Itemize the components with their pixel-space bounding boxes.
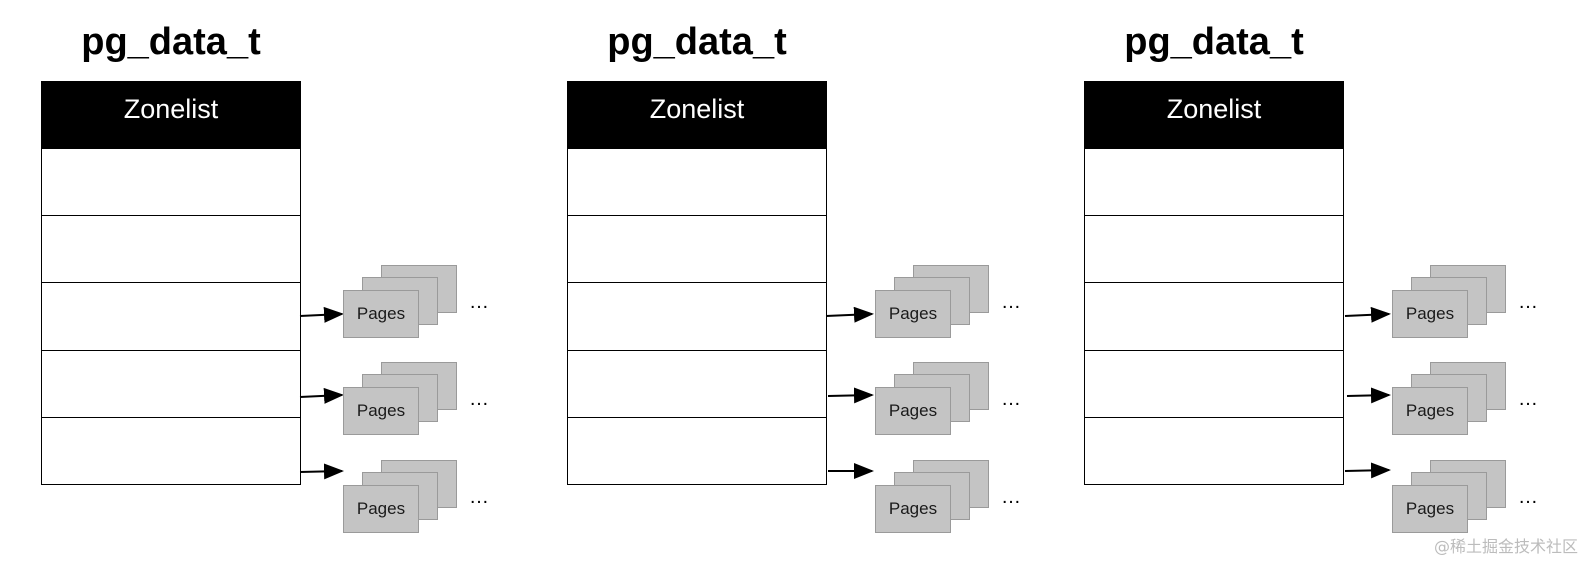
- zone-row: [42, 350, 300, 416]
- pages-label: Pages: [343, 485, 419, 533]
- pages-label: Pages: [875, 387, 951, 435]
- pointer-arrows: [299, 306, 344, 480]
- pointer-arrow: [299, 306, 344, 323]
- more-ellipsis: …: [1518, 291, 1539, 313]
- pages-stack: Pages …: [875, 460, 1021, 538]
- zonelist-header: Zonelist: [568, 82, 826, 148]
- pages-label: Pages: [343, 290, 419, 338]
- pointer-arrow: [1344, 462, 1391, 479]
- zone-row: [568, 350, 826, 416]
- pointer-arrows: [825, 306, 874, 479]
- zone-row: [42, 215, 300, 281]
- pages-stack: Pages …: [875, 265, 1021, 343]
- pages-stack: Pages …: [343, 460, 489, 538]
- zone-row: [1085, 215, 1343, 281]
- pointer-arrow: [299, 387, 344, 404]
- pages-stack: Pages …: [1392, 460, 1538, 538]
- more-ellipsis: …: [1001, 388, 1022, 410]
- pages-stack: Pages …: [1392, 362, 1538, 440]
- pages-stack: Pages …: [343, 362, 489, 440]
- pages-label: Pages: [1392, 387, 1468, 435]
- pages-stack: Pages …: [1392, 265, 1538, 343]
- pages-label: Pages: [875, 485, 951, 533]
- zone-row: [1085, 350, 1343, 416]
- more-ellipsis: …: [469, 388, 490, 410]
- more-ellipsis: …: [1518, 486, 1539, 508]
- zone-row: [1085, 282, 1343, 348]
- zonelist-table: Zonelist: [1084, 81, 1344, 485]
- node-title: pg_data_t: [607, 21, 787, 63]
- zone-row: [42, 282, 300, 348]
- more-ellipsis: …: [469, 291, 490, 313]
- zone-row: [568, 215, 826, 281]
- zonelist-table: Zonelist: [567, 81, 827, 485]
- zone-row: [42, 417, 300, 483]
- pages-label: Pages: [875, 290, 951, 338]
- node-title: pg_data_t: [81, 21, 261, 63]
- more-ellipsis: …: [1518, 388, 1539, 410]
- pg-data-node-2: pg_data_t Zonelist Pages … Pages … Pages…: [567, 0, 1087, 565]
- more-ellipsis: …: [1001, 291, 1022, 313]
- zonelist-header: Zonelist: [1085, 82, 1343, 148]
- zone-row: [568, 148, 826, 214]
- watermark: @稀土掘金技术社区: [1433, 537, 1578, 556]
- zone-row: [1085, 417, 1343, 483]
- pages-label: Pages: [1392, 290, 1468, 338]
- pointer-arrow: [825, 306, 874, 323]
- pg-data-node-1: pg_data_t Zonelist Pages … Pages … Pages…: [41, 0, 561, 565]
- pointer-arrow: [1346, 387, 1391, 404]
- zone-row: [568, 417, 826, 483]
- pages-label: Pages: [343, 387, 419, 435]
- more-ellipsis: …: [1001, 486, 1022, 508]
- pointer-arrow: [827, 387, 874, 404]
- zone-row: [42, 148, 300, 214]
- pages-stack: Pages …: [875, 362, 1021, 440]
- zonelist-table: Zonelist: [41, 81, 301, 485]
- pages-stack: Pages …: [343, 265, 489, 343]
- node-title: pg_data_t: [1124, 21, 1304, 63]
- zone-row: [568, 282, 826, 348]
- pages-label: Pages: [1392, 485, 1468, 533]
- zonelist-header: Zonelist: [42, 82, 300, 148]
- zone-row: [1085, 148, 1343, 214]
- pointer-arrows: [1344, 306, 1391, 479]
- pointer-arrow: [1344, 306, 1391, 323]
- pg-data-node-3: pg_data_t Zonelist Pages … Pages … Pages…: [1084, 0, 1586, 565]
- pointer-arrow: [299, 463, 344, 480]
- more-ellipsis: …: [469, 486, 490, 508]
